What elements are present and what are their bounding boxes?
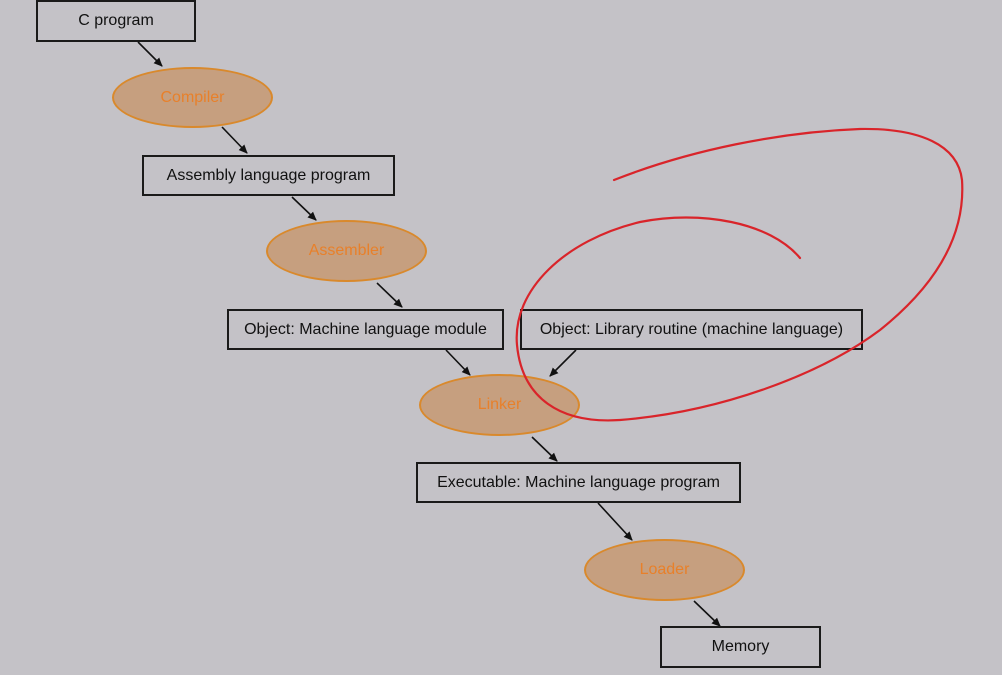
box-c-program: C program <box>36 0 196 42</box>
arrow-library-to-linker <box>549 349 577 377</box>
arrow-assembly-to-assembler <box>291 196 317 221</box>
arrow-assembler-to-object <box>376 282 403 308</box>
stage-assembler: Assembler <box>266 220 427 282</box>
arrow-loader-to-memory <box>693 600 721 627</box>
stage-compiler: Compiler <box>112 67 273 128</box>
stage-loader: Loader <box>584 539 745 601</box>
box-assembly-language-program: Assembly language program <box>142 155 395 196</box>
arrow-executable-to-loader <box>597 502 633 541</box>
arrow-object-to-linker <box>445 349 471 376</box>
box-executable-machine-language-program: Executable: Machine language program <box>416 462 741 503</box>
box-memory: Memory <box>660 626 821 668</box>
box-object-library-routine: Object: Library routine (machine languag… <box>520 309 863 350</box>
arrow-compiler-to-assembly <box>221 126 248 154</box>
arrow-linker-to-executable <box>531 436 558 462</box>
arrow-cprogram-to-compiler <box>137 41 163 67</box>
box-object-machine-language-module: Object: Machine language module <box>227 309 504 350</box>
red-ink-circle-annotation <box>515 127 964 422</box>
stage-linker: Linker <box>419 374 580 436</box>
